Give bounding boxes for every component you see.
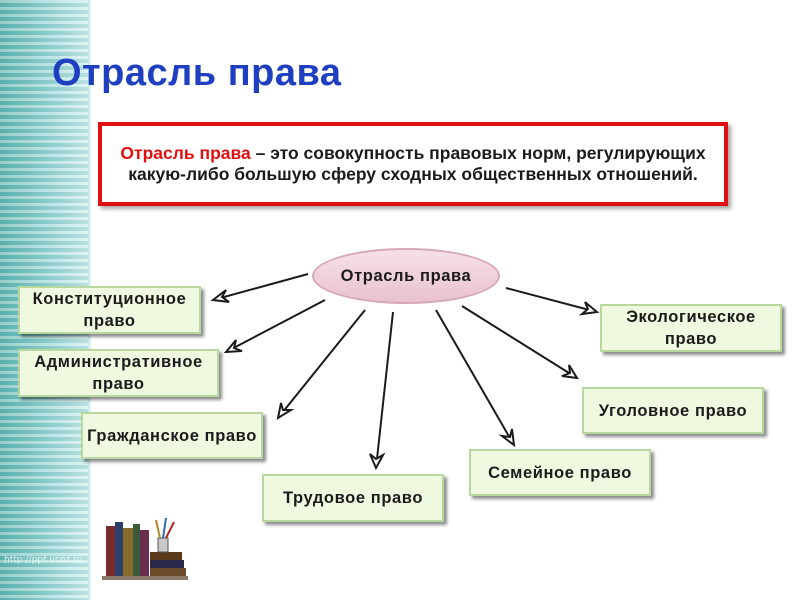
arrow-to-administrative <box>223 297 327 355</box>
books-icon <box>102 517 188 580</box>
branch-node-family: Семейное право <box>469 449 651 496</box>
definition-body: – это совокупность правовых норм, регули… <box>128 143 706 184</box>
arrow-to-constitutional <box>210 271 309 303</box>
branch-node-ecological: Экологическое право <box>600 304 782 352</box>
branch-node-civil: Гражданское право <box>81 412 263 459</box>
branch-node-administrative: Административное право <box>18 349 219 397</box>
center-node: Отрасль права <box>312 248 500 304</box>
arrow-to-family <box>433 308 517 448</box>
branch-node-labor: Трудовое право <box>262 474 444 522</box>
definition-text: Отрасль права – это совокупность правовы… <box>118 143 708 185</box>
page-title: Отрасль права <box>52 52 342 94</box>
arrow-to-criminal <box>460 303 579 381</box>
watermark-text: http://ppt.ucoz.ru <box>4 555 83 565</box>
arrow-to-labor <box>369 311 396 471</box>
branch-node-criminal: Уголовное право <box>582 387 764 434</box>
arrow-to-ecological <box>505 285 600 316</box>
definition-term: Отрасль права <box>120 143 251 163</box>
definition-box: Отрасль права – это совокупность правовы… <box>98 122 728 206</box>
arrow-to-civil <box>276 308 367 421</box>
branch-node-constitutional: Конституционное право <box>18 286 201 334</box>
